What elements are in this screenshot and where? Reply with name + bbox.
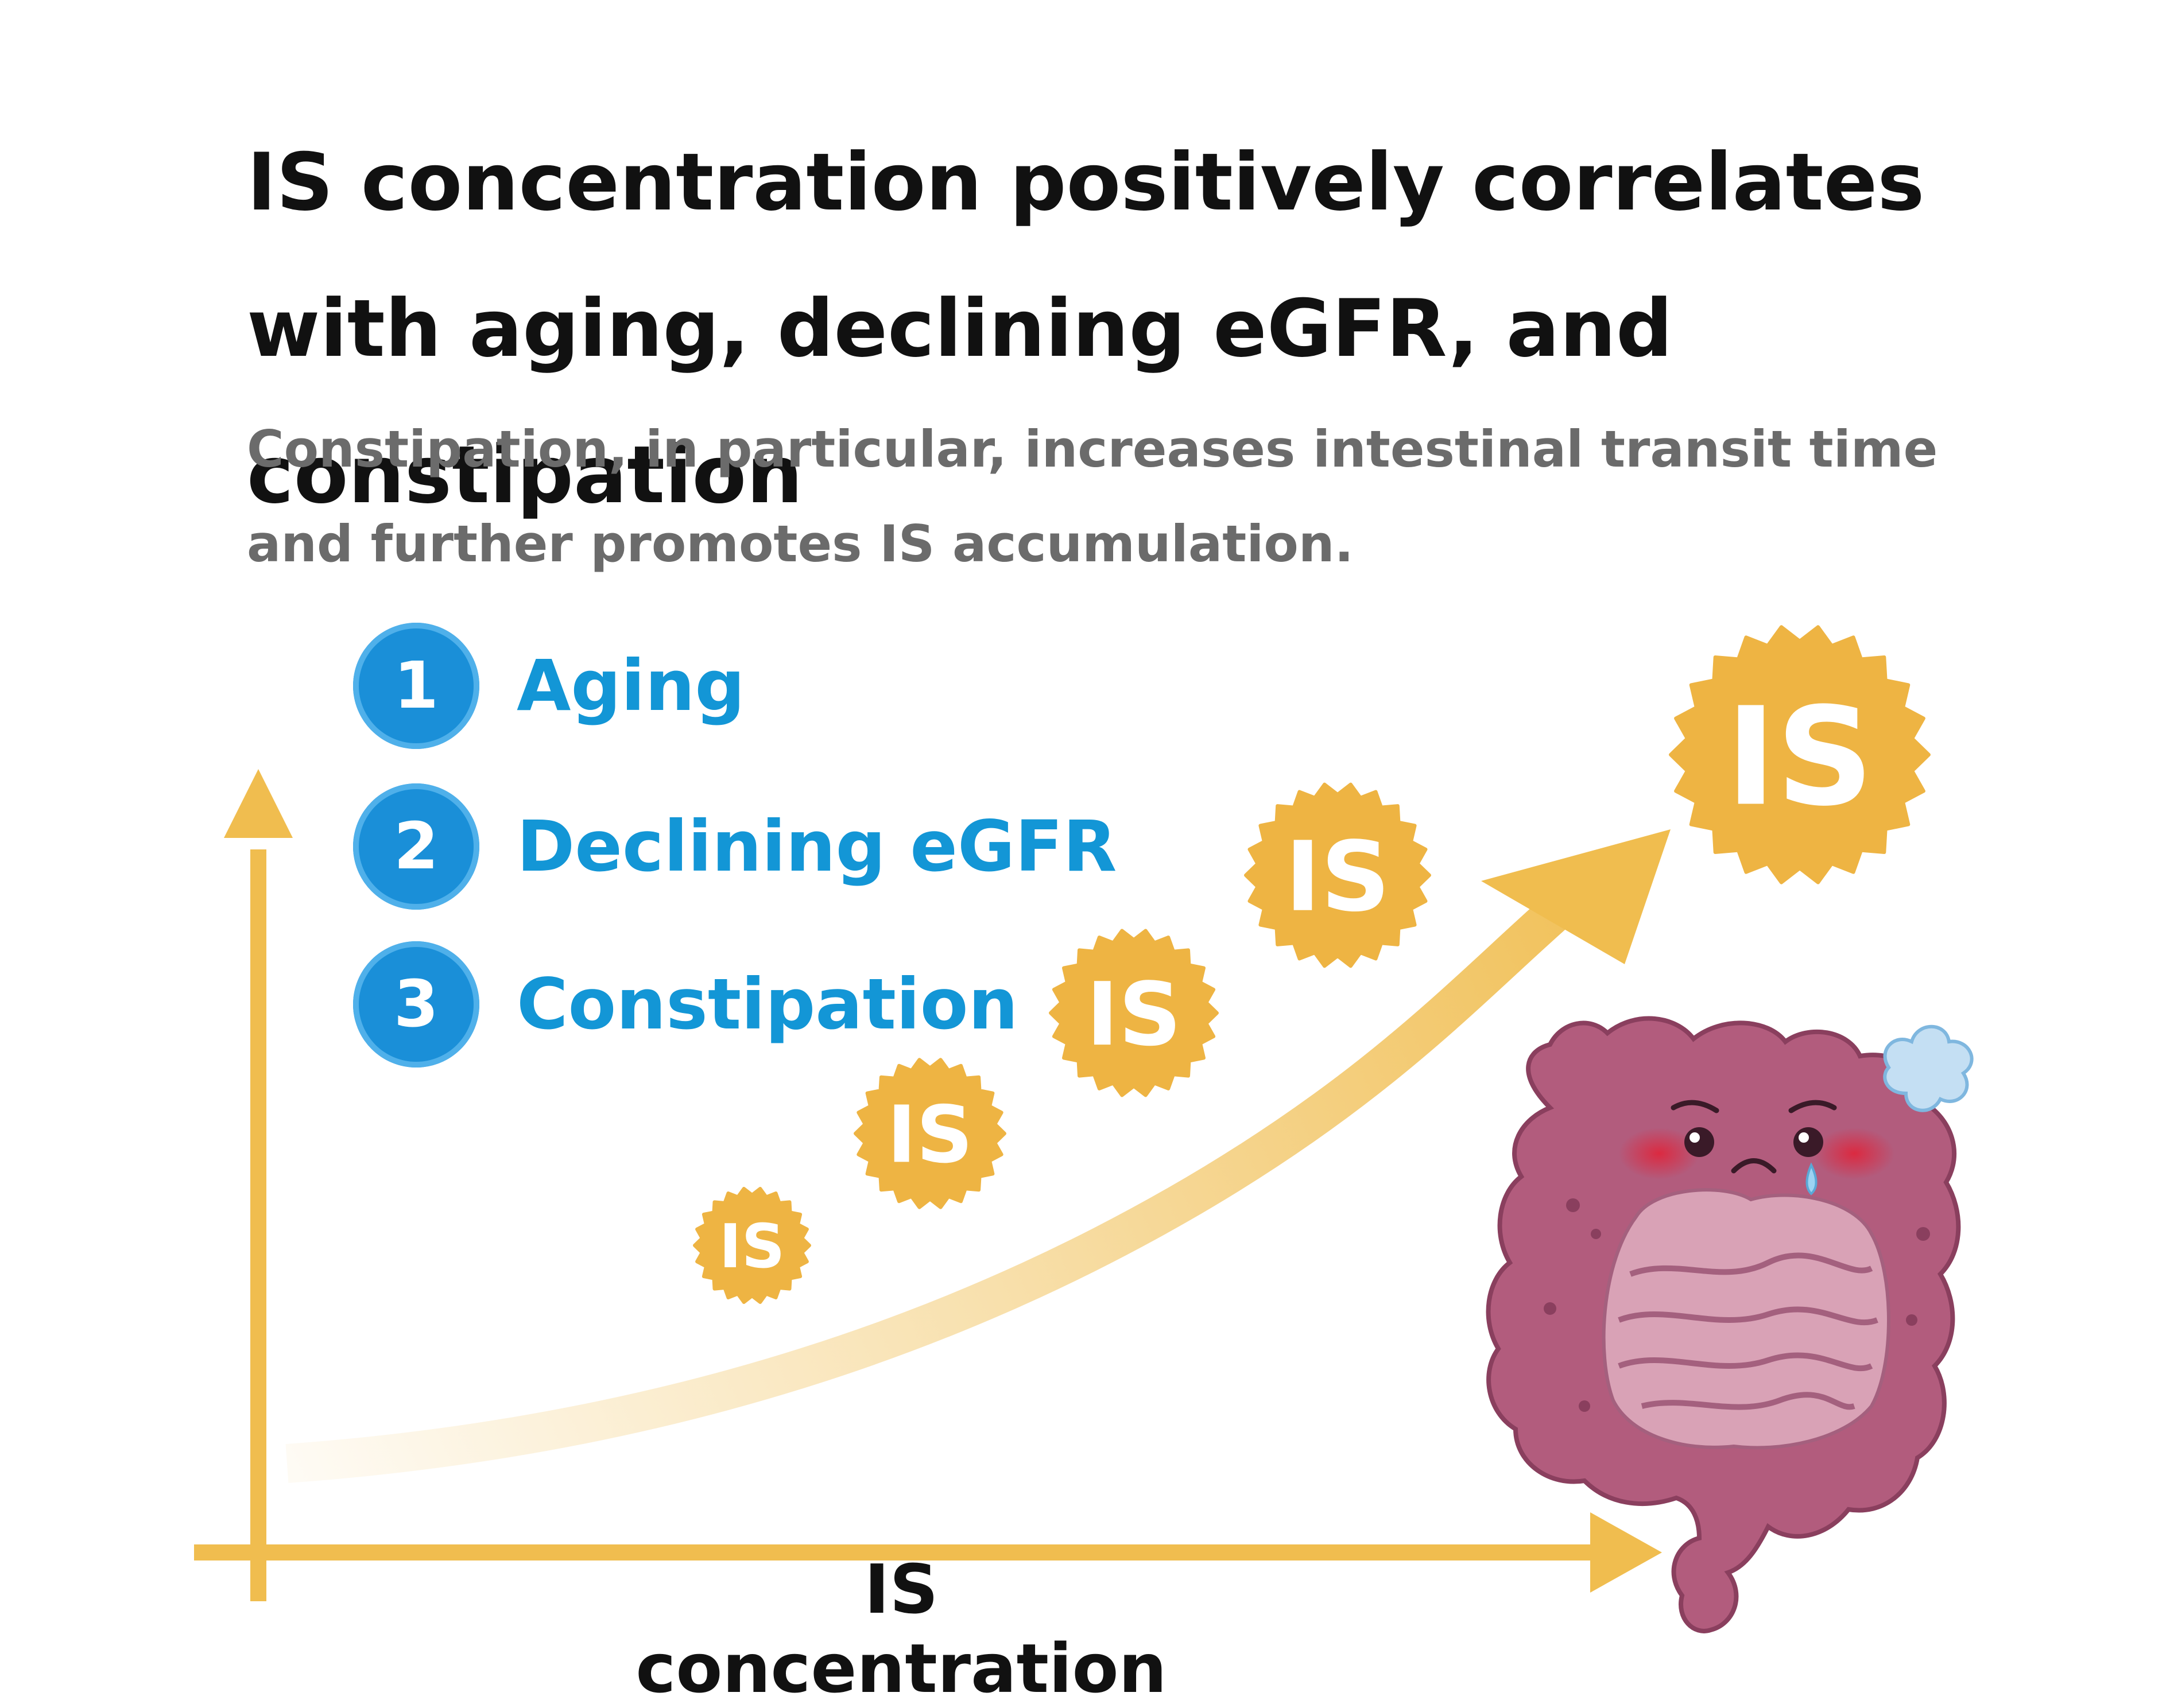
factor-label: Constipation: [517, 964, 1018, 1045]
factor-number-badge: 3: [353, 941, 479, 1068]
correlation-diagram: IS IS IS IS IS: [194, 625, 1974, 1633]
is-badge-label: IS: [719, 1212, 785, 1282]
is-badge-4: IS: [1244, 782, 1431, 968]
factor-constipation: 3 Constipation: [353, 941, 1018, 1068]
is-badge-label: IS: [887, 1089, 973, 1181]
gear-icon: [1669, 625, 1931, 884]
x-axis: [194, 1512, 1662, 1593]
gear-icon: [854, 1058, 1006, 1209]
factor-aging: 1 Aging: [353, 623, 745, 749]
x-axis-label: IS concentration: [636, 1550, 1167, 1708]
is-badge-label: IS: [1086, 964, 1181, 1065]
page-subtitle: Constipation, in particular, increases i…: [247, 420, 1938, 573]
is-badge-1: IS: [693, 1187, 811, 1304]
is-badge-2: IS: [854, 1058, 1006, 1209]
is-badge-5: IS: [1669, 625, 1931, 884]
y-axis: [224, 769, 293, 1601]
factor-declining-egfr: 2 Declining eGFR: [353, 783, 1117, 910]
factor-number-badge: 2: [353, 783, 479, 910]
is-badges: IS IS IS IS IS: [693, 625, 1931, 1304]
gear-icon: [1244, 782, 1431, 968]
factor-label: Declining eGFR: [517, 806, 1117, 887]
trend-arrow: [285, 829, 1671, 1483]
factor-number-badge: 1: [353, 623, 479, 749]
intestine-illustration: [1486, 1016, 1974, 1633]
page-title: IS concentration positively correlates w…: [247, 136, 1925, 521]
is-badge-label: IS: [1285, 821, 1390, 933]
gear-icon: [693, 1187, 811, 1304]
is-badge-label: IS: [1726, 678, 1874, 836]
is-badge-3: IS: [1049, 929, 1219, 1097]
gear-icon: [1049, 929, 1219, 1097]
factor-label: Aging: [517, 645, 745, 727]
